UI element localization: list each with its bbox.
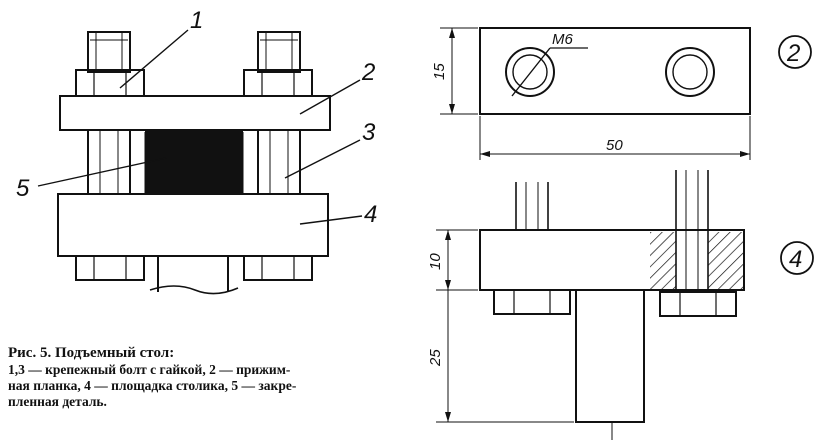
view-label-bottom: 4 bbox=[789, 246, 802, 273]
bottom-nut-right bbox=[243, 255, 313, 281]
top-nut-right bbox=[243, 69, 313, 97]
platform-section bbox=[479, 229, 745, 291]
dim-width-top: 50 bbox=[606, 137, 623, 154]
bolt-tip-right bbox=[257, 31, 301, 73]
part-label-3: 3 bbox=[362, 119, 376, 146]
section-view-platform bbox=[436, 170, 745, 440]
part-label-2: 2 bbox=[361, 59, 375, 86]
bolt-tip-left bbox=[87, 31, 131, 73]
table-platform bbox=[57, 193, 329, 257]
top-view-plate bbox=[440, 27, 751, 160]
section-nut-right bbox=[659, 291, 737, 317]
section-nut-left bbox=[493, 289, 571, 315]
plate-outline bbox=[479, 27, 751, 115]
dim-height-bottom: 10 bbox=[427, 253, 444, 270]
lifting-table-assembly bbox=[37, 29, 363, 295]
caption-line-3: пленная деталь. bbox=[8, 394, 107, 409]
top-nut-left bbox=[75, 69, 145, 97]
caption-title: Рис. 5. Подъемный стол: bbox=[8, 345, 175, 361]
figure-caption: Рис. 5. Подъемный стол: 1,3 — крепежный … bbox=[8, 344, 408, 410]
part-label-1: 1 bbox=[190, 7, 203, 34]
view-label-circle-bottom bbox=[780, 241, 814, 275]
dim-thread: M6 bbox=[552, 31, 573, 48]
caption-line-1: 1,3 — крепежный болт с гайкой, 2 — прижи… bbox=[8, 362, 291, 377]
hatched-section-right bbox=[708, 232, 743, 289]
part-label-5: 5 bbox=[16, 175, 30, 202]
fixed-part bbox=[145, 129, 243, 195]
part-label-4: 4 bbox=[364, 201, 377, 228]
bottom-nut-left bbox=[75, 255, 145, 281]
view-label-top: 2 bbox=[786, 40, 800, 67]
caption-line-2: ная планка, 4 — площадка столика, 5 — за… bbox=[8, 378, 297, 393]
hole-right bbox=[665, 47, 715, 97]
view-label-circle-top bbox=[778, 35, 812, 69]
dim-height-stem: 25 bbox=[427, 349, 444, 367]
clamping-plate bbox=[59, 95, 331, 131]
stem bbox=[575, 289, 645, 423]
hatched-section-left bbox=[650, 232, 676, 289]
hole-left bbox=[505, 47, 555, 97]
dim-height-top: 15 bbox=[431, 63, 448, 80]
